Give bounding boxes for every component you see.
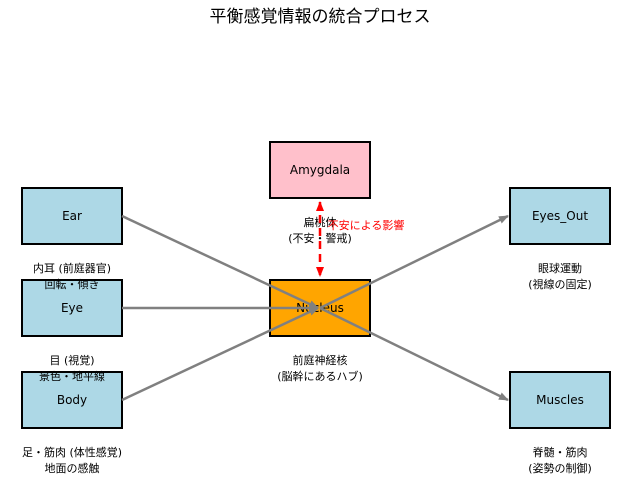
node-label: Body [57, 393, 87, 407]
node-description: 内耳 (前庭器官) [33, 261, 111, 275]
node-description: 地面の感触 [45, 461, 100, 475]
node-label: Eyes_Out [532, 209, 588, 223]
node-description: 脊髄・筋肉 [533, 445, 588, 459]
node-box [21, 187, 123, 245]
node-label: Eye [61, 301, 83, 315]
edges-layer [121, 201, 509, 402]
node-box [269, 141, 371, 199]
node-box [509, 371, 611, 429]
node-description: 前庭神経核 [293, 353, 348, 367]
node-label: Muscles [536, 393, 584, 407]
node-description: (姿勢の制御) [528, 461, 592, 475]
node-box [509, 187, 611, 245]
node-description: 景色・地平線 [39, 369, 105, 383]
diagram-title: 平衡感覚情報の統合プロセス [210, 7, 431, 27]
node-box [21, 279, 123, 337]
node-description: (脳幹にあるハブ) [277, 369, 363, 383]
node-label: Ear [62, 209, 82, 223]
edge-nucleus-eyes-out [319, 214, 509, 310]
node-description: 目 (視覚) [49, 353, 94, 367]
node-label: Amygdala [290, 163, 350, 177]
node-description: 足・筋肉 (体性感覚) [22, 445, 122, 459]
node-description: 眼球運動 [538, 261, 582, 275]
edge-ear-nucleus [121, 214, 319, 310]
node-ear: Ear [21, 187, 123, 245]
node-eye: Eye [21, 279, 123, 337]
edge-label: 不安による影響 [328, 218, 405, 232]
node-amygdala: Amygdala [269, 141, 371, 199]
edge-body-nucleus [121, 306, 319, 402]
node-muscles: Muscles [509, 371, 611, 429]
node-eyes-out: Eyes_Out [509, 187, 611, 245]
node-description: (視線の固定) [528, 277, 592, 291]
node-description: 回転・傾き [45, 277, 100, 291]
edge-nucleus-muscles [319, 306, 509, 402]
